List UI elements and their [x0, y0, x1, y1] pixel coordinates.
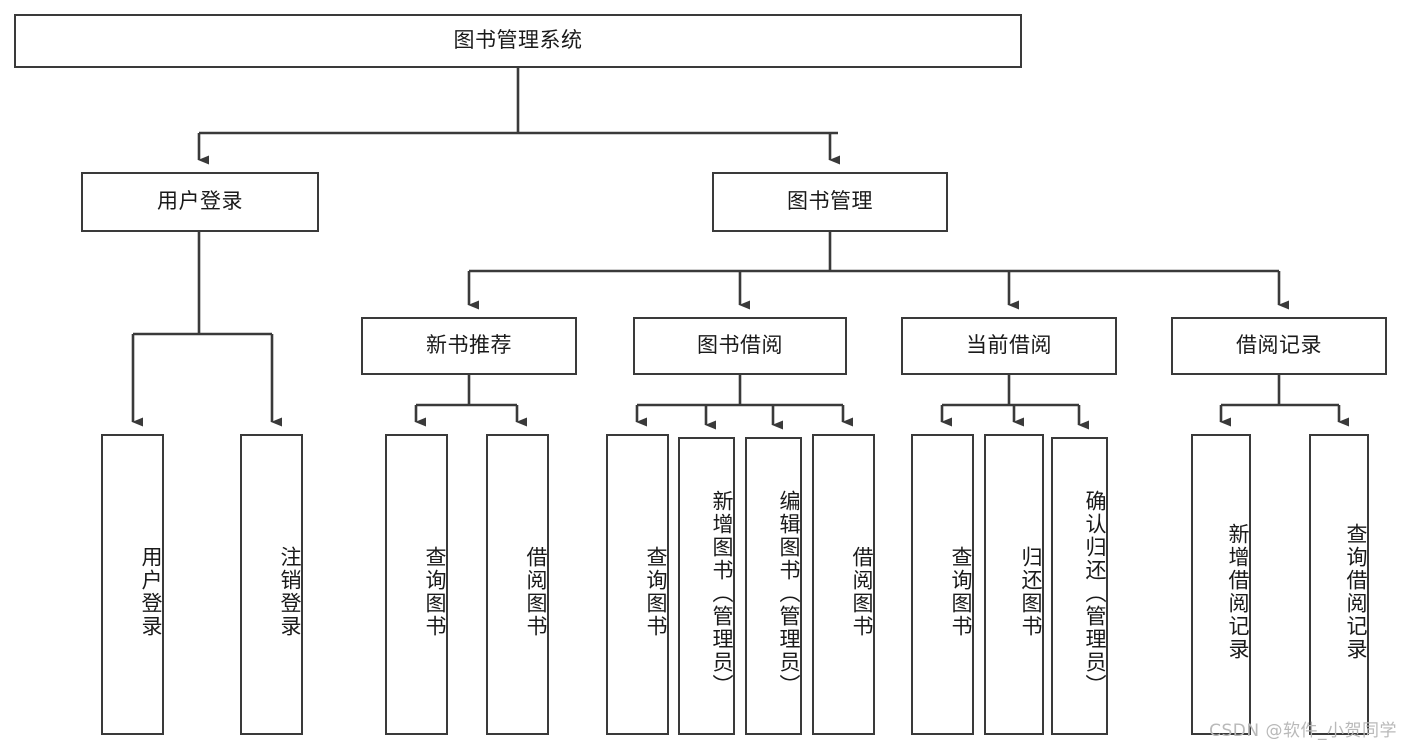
node-leaf-query-book-recommend[interactable]: 查询图书	[385, 434, 448, 735]
node-leaf-query-book-borrow-label: 查询图书	[644, 545, 668, 638]
node-root-system-label: 图书管理系统	[453, 28, 583, 53]
node-leaf-user-login[interactable]: 用户登录	[101, 434, 164, 735]
node-leaf-add-book-admin[interactable]: 新增图书（管理员）	[678, 437, 735, 735]
node-leaf-confirm-return-admin[interactable]: 确认归还（管理员）	[1051, 437, 1108, 735]
node-leaf-user-logout[interactable]: 注销登录	[240, 434, 303, 735]
node-book-management[interactable]: 图书管理	[712, 172, 948, 232]
node-leaf-query-book-recommend-label: 查询图书	[423, 545, 447, 638]
node-current-borrow[interactable]: 当前借阅	[901, 317, 1117, 375]
node-book-borrow-label: 图书借阅	[697, 333, 783, 358]
node-leaf-edit-book-admin-label: 编辑图书（管理员）	[777, 489, 801, 697]
node-user-login-label: 用户登录	[157, 189, 243, 214]
node-leaf-query-book-current-label: 查询图书	[949, 545, 973, 638]
node-leaf-borrow-book-recommend[interactable]: 借阅图书	[486, 434, 549, 735]
node-leaf-user-logout-label: 注销登录	[278, 545, 302, 638]
node-leaf-confirm-return-admin-label: 确认归还（管理员）	[1083, 489, 1107, 697]
node-new-book-recommend[interactable]: 新书推荐	[361, 317, 577, 375]
node-leaf-edit-book-admin[interactable]: 编辑图书（管理员）	[745, 437, 802, 735]
csdn-watermark: CSDN @软件_小贺同学	[1209, 721, 1397, 741]
node-borrow-record-label: 借阅记录	[1236, 333, 1322, 358]
node-book-management-label: 图书管理	[787, 189, 873, 214]
node-leaf-return-book-label: 归还图书	[1019, 545, 1043, 638]
node-borrow-record[interactable]: 借阅记录	[1171, 317, 1387, 375]
node-current-borrow-label: 当前借阅	[966, 333, 1052, 358]
node-leaf-add-borrow-record[interactable]: 新增借阅记录	[1191, 434, 1251, 735]
node-leaf-borrow-book-label: 借阅图书	[850, 545, 874, 638]
node-leaf-query-borrow-record[interactable]: 查询借阅记录	[1309, 434, 1369, 735]
node-leaf-query-borrow-record-label: 查询借阅记录	[1344, 522, 1368, 661]
node-leaf-query-book-borrow[interactable]: 查询图书	[606, 434, 669, 735]
node-leaf-add-borrow-record-label: 新增借阅记录	[1226, 522, 1250, 661]
node-leaf-borrow-book[interactable]: 借阅图书	[812, 434, 875, 735]
node-new-book-recommend-label: 新书推荐	[426, 333, 512, 358]
node-leaf-return-book[interactable]: 归还图书	[984, 434, 1044, 735]
node-leaf-add-book-admin-label: 新增图书（管理员）	[710, 489, 734, 697]
node-book-borrow[interactable]: 图书借阅	[633, 317, 847, 375]
node-user-login[interactable]: 用户登录	[81, 172, 319, 232]
node-leaf-query-book-current[interactable]: 查询图书	[911, 434, 974, 735]
node-leaf-borrow-book-recommend-label: 借阅图书	[524, 545, 548, 638]
node-leaf-user-login-label: 用户登录	[139, 545, 163, 638]
node-root-system[interactable]: 图书管理系统	[14, 14, 1022, 68]
